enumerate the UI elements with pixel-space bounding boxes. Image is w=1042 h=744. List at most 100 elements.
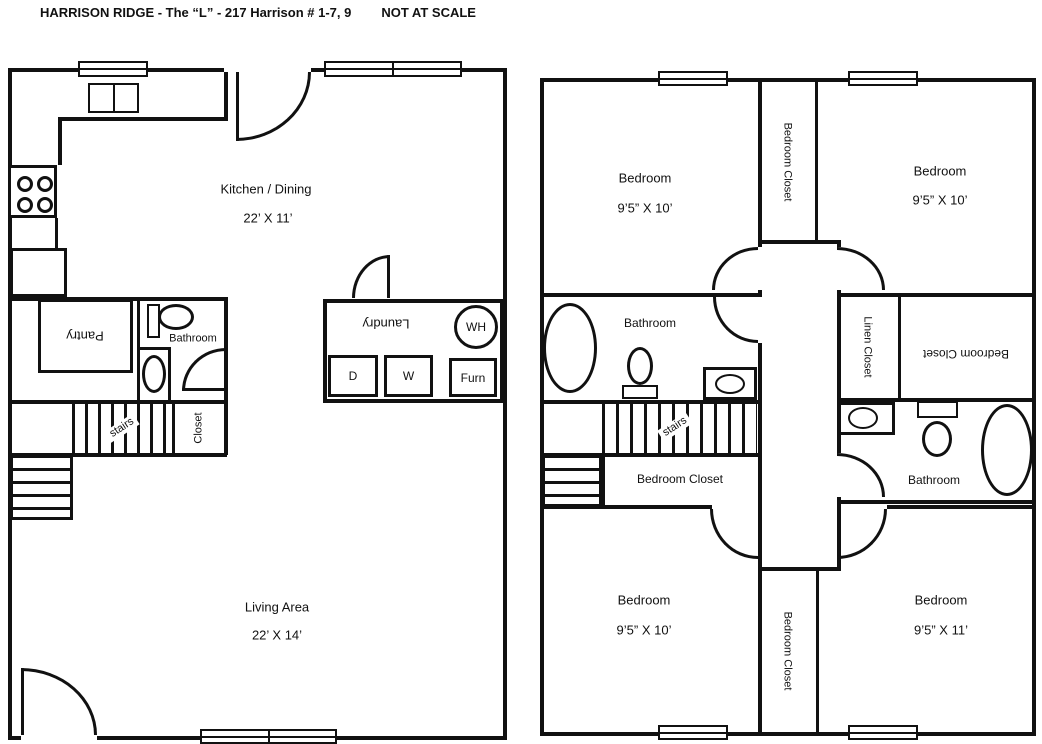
door-arc — [21, 668, 97, 735]
window — [658, 725, 728, 740]
room-dims: 9’5” X 11’ — [914, 622, 968, 638]
wall — [168, 347, 171, 400]
wall — [137, 347, 168, 350]
stove-icon — [8, 165, 57, 218]
window — [78, 61, 148, 77]
window — [848, 71, 918, 86]
refrigerator-icon — [10, 248, 67, 297]
wall — [503, 68, 507, 740]
room-label: Bedroom — [913, 163, 967, 179]
window-line — [660, 731, 726, 734]
window-line — [660, 77, 726, 80]
window — [324, 61, 462, 77]
wall — [758, 567, 762, 732]
wall — [898, 293, 901, 402]
wall — [815, 78, 818, 240]
wall — [602, 453, 605, 505]
room-label: Bathroom — [623, 316, 677, 330]
room-dims: 9’5” X 10’ — [617, 200, 673, 216]
closet-label: Linen Closet — [861, 316, 874, 378]
burner-icon — [17, 197, 33, 213]
closet-label: Bedroom Closet — [781, 611, 794, 691]
window — [658, 71, 728, 86]
window-line — [850, 731, 916, 734]
exterior-steps — [10, 455, 73, 520]
wall — [8, 400, 227, 404]
exterior-steps — [542, 455, 602, 507]
wall — [837, 293, 1032, 297]
wall — [540, 78, 544, 736]
room-label: Pantry — [66, 328, 104, 344]
sink-cabinet-icon — [88, 83, 139, 113]
sink-icon — [715, 374, 745, 394]
toilet-tank-icon — [917, 401, 958, 418]
wall — [8, 736, 21, 740]
room-label: Laundry — [362, 316, 410, 332]
closet-label: Bedroom Closet — [781, 122, 794, 202]
room-dims: 9’5” X 10’ — [616, 622, 672, 638]
wall — [540, 505, 712, 509]
wall — [1032, 78, 1036, 736]
sink-icon — [142, 355, 166, 393]
door-arc — [837, 509, 887, 559]
wall — [540, 400, 758, 404]
door-arc — [712, 247, 758, 290]
wall — [758, 290, 762, 297]
room-dims: 9’5” X 10’ — [912, 192, 968, 208]
counter-edge — [58, 121, 62, 165]
door-arc — [713, 297, 758, 343]
burner-icon — [37, 197, 53, 213]
window — [848, 725, 918, 740]
scale-note: NOT AT SCALE — [381, 5, 476, 20]
room-dims: 22’ X 14’ — [251, 627, 303, 643]
wall — [224, 297, 228, 455]
wall — [837, 398, 1032, 402]
counter-edge — [224, 72, 228, 121]
dryer-icon: D — [328, 355, 378, 397]
furnace-label: Furn — [460, 370, 486, 385]
wall — [816, 567, 819, 732]
water-heater-icon: WH — [454, 305, 498, 349]
toilet-icon — [922, 421, 952, 457]
wall — [758, 78, 762, 240]
wall — [837, 290, 841, 453]
wall — [758, 240, 762, 247]
room-label: Bedroom — [617, 592, 671, 608]
closet-label: Closet — [192, 412, 205, 444]
wall — [887, 505, 1032, 509]
burner-icon — [17, 176, 33, 192]
room-dims: 22’ X 11’ — [243, 210, 293, 226]
door-arc — [837, 453, 885, 497]
toilet-icon — [158, 304, 194, 330]
washer-label: W — [402, 369, 415, 383]
counter-edge — [55, 218, 58, 248]
room-label: Bathroom — [169, 332, 217, 345]
door-arc — [182, 348, 226, 391]
door-arc — [236, 72, 311, 141]
wall — [758, 567, 841, 571]
room-label: Kitchen / Dining — [220, 181, 312, 197]
window-divider — [267, 731, 270, 742]
wall — [172, 404, 175, 453]
room-label: Bedroom — [618, 170, 672, 186]
cabinet-divider — [113, 85, 115, 111]
door-arc — [710, 509, 758, 559]
wall — [602, 400, 605, 453]
closet-label: Bedroom Closet — [636, 472, 724, 486]
bathtub-icon — [543, 303, 597, 393]
page-title: HARRISON RIDGE - The “L” - 217 Harrison … — [40, 5, 476, 20]
pantry-shelf — [38, 299, 133, 373]
water-heater-label: WH — [466, 320, 486, 334]
plan-floor2: Bedroom Closet Bedroom Closet Bedroom 9’… — [540, 71, 1036, 740]
burner-icon — [37, 176, 53, 192]
wall — [540, 293, 758, 297]
wall — [758, 343, 762, 567]
room-label: Bathroom — [907, 473, 961, 487]
wall — [837, 500, 1032, 504]
room-label: Bedroom — [914, 592, 968, 608]
closet-label: Bedroom Closet — [922, 347, 1010, 361]
wall — [8, 68, 12, 740]
room-label: Living Area — [244, 599, 310, 615]
counter-edge — [58, 117, 228, 121]
